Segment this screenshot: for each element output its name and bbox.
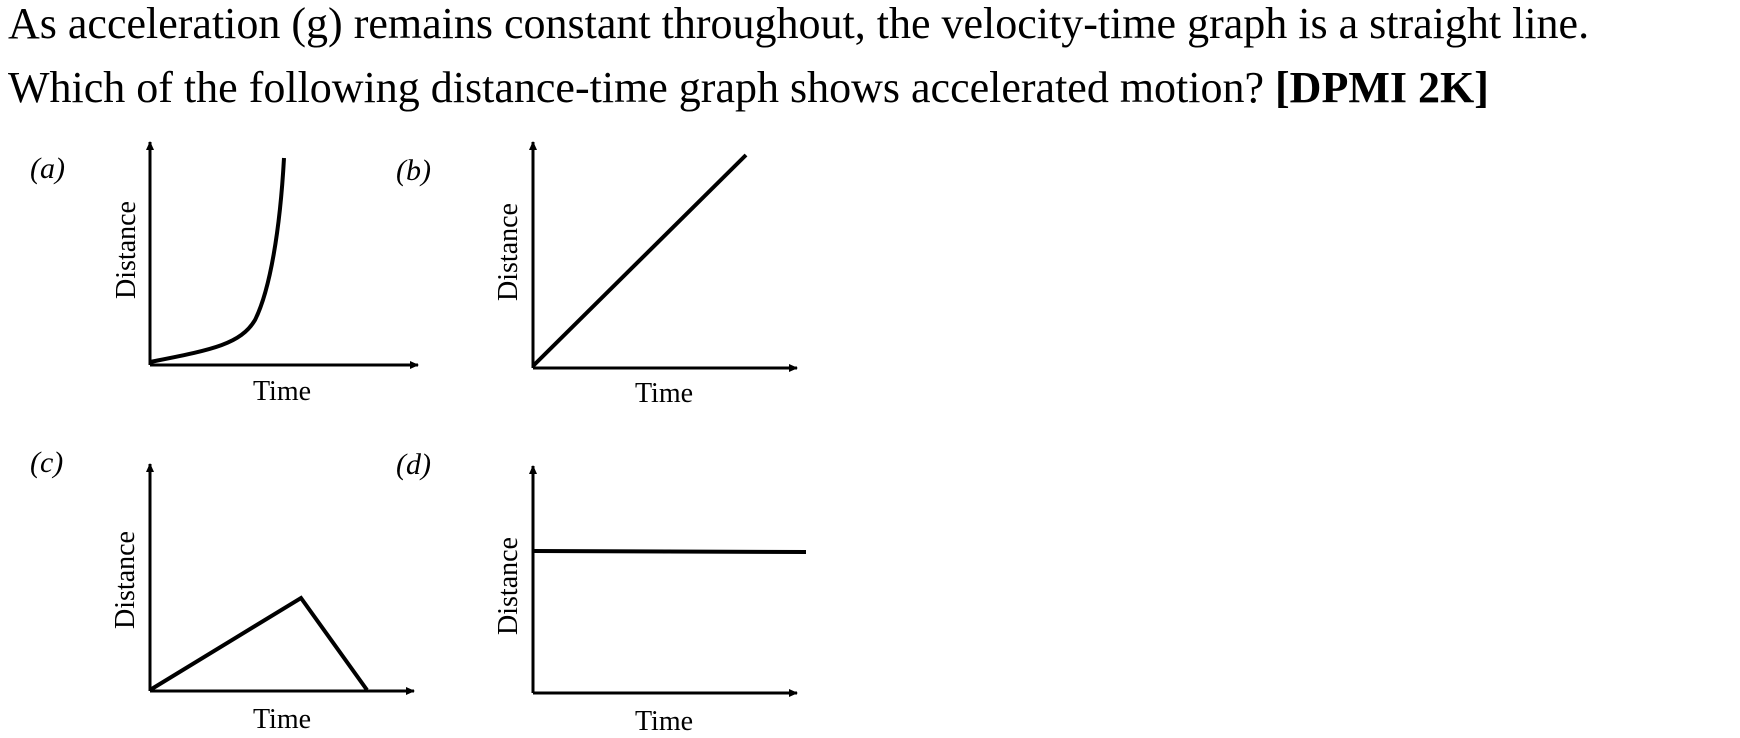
y-label-d: Distance	[493, 537, 524, 635]
graph-b: (b) Time Distance	[396, 141, 798, 409]
graph-d: (d) Time Distance	[396, 448, 807, 737]
option-label-d: (d)	[396, 448, 431, 481]
question-text: Which of the following distance-time gra…	[8, 63, 1265, 112]
curve-d	[532, 549, 807, 554]
y-label-b: Distance	[493, 203, 524, 301]
option-label-b: (b)	[396, 154, 431, 187]
option-label-a: (a)	[30, 152, 65, 185]
source-tag: [DPMI 2K]	[1275, 63, 1489, 112]
curve-a	[149, 157, 286, 364]
question-line-2: Which of the following distance-time gra…	[8, 66, 1489, 110]
x-label-b: Time	[635, 378, 693, 409]
x-label-a: Time	[253, 376, 311, 407]
curve-b	[531, 153, 748, 368]
option-label-c: (c)	[30, 446, 63, 479]
curve-c	[148, 595, 369, 692]
graph-a: (a) Time Distance	[30, 141, 419, 407]
question-line-1: As acceleration (g) remains constant thr…	[8, 0, 1590, 48]
x-label-d: Time	[635, 706, 693, 737]
y-label-c: Distance	[110, 531, 141, 629]
x-label-c: Time	[253, 704, 311, 735]
y-label-a: Distance	[111, 201, 142, 299]
graph-c: (c) Time Distance	[30, 446, 415, 735]
